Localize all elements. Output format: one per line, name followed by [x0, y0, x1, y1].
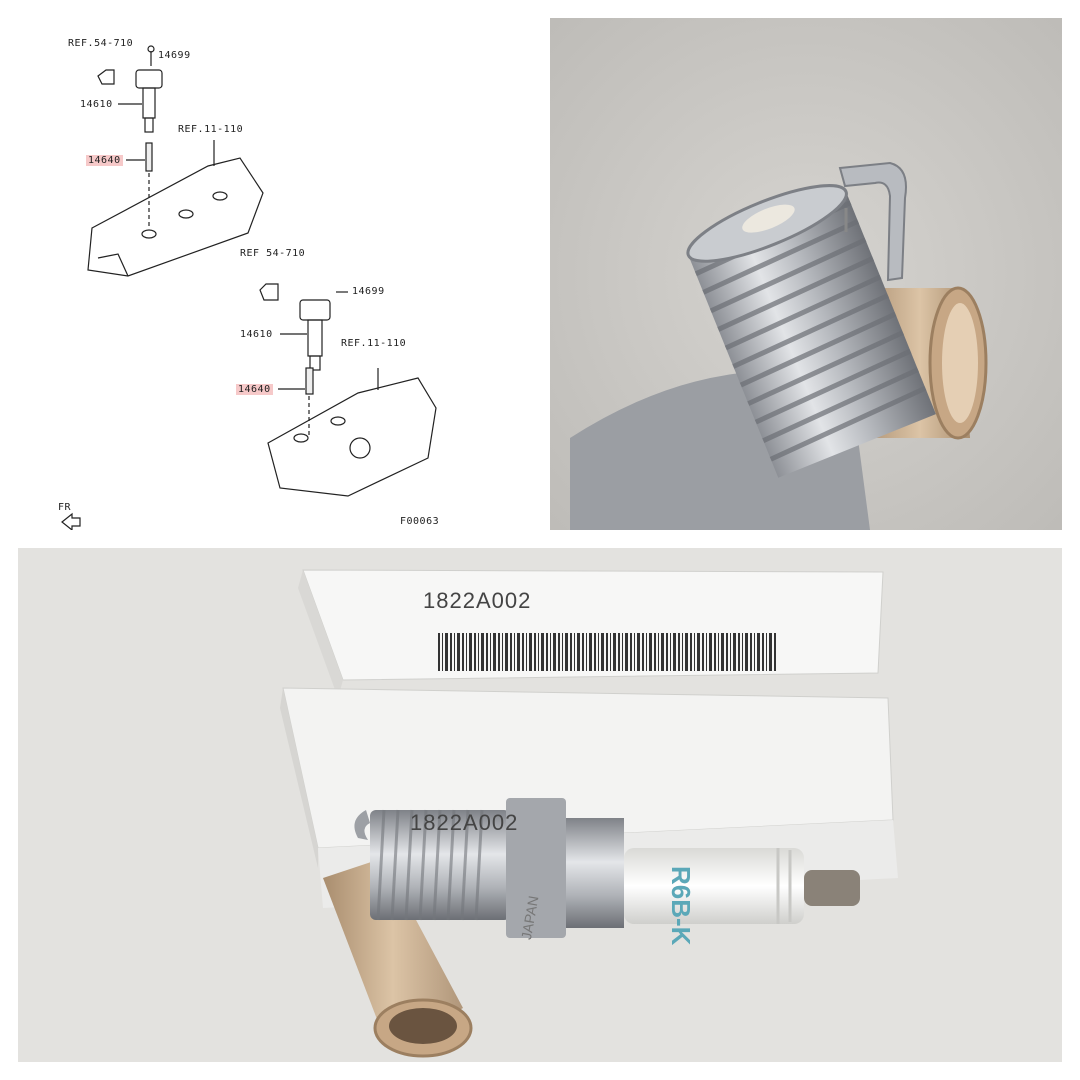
- label-bolt-bottom: 14699: [352, 286, 385, 297]
- spark-plug-product: [354, 798, 860, 938]
- label-plug-bottom: 14640: [236, 384, 273, 395]
- ignition-coil-top-head: [135, 69, 163, 89]
- bolt-top-head: [147, 45, 155, 53]
- label-figure-code: F00063: [400, 516, 440, 527]
- connector-bottom: [259, 283, 279, 301]
- spark-plug-bottom: [305, 367, 314, 395]
- ignition-coil-top-boot: [144, 117, 154, 133]
- spark-plug-top: [145, 142, 153, 172]
- valve-cover-bottom: [267, 377, 437, 497]
- parts-diagram-drawing: [61, 45, 437, 530]
- plug-insulator: [624, 848, 804, 924]
- box-bottom-part-number: 1822A002: [410, 810, 519, 835]
- ignition-coil-top-body: [142, 87, 156, 119]
- product-with-boxes-photo: 1822A002 1822A002 R6B-K JAPAN: [18, 548, 1062, 1062]
- label-coil-bottom: 14610: [240, 329, 273, 340]
- oil-filler-cap: [349, 437, 371, 459]
- barcode-top: [436, 633, 776, 671]
- cardboard-tube-product: [323, 858, 473, 1058]
- label-coil-top: 14610: [80, 99, 113, 110]
- label-ref-coil-bottom: REF 54-710: [240, 248, 306, 259]
- label-ref-head-top: REF.11-110: [178, 124, 244, 135]
- spark-plug-closeup-photo: [550, 18, 1062, 530]
- plug-washer: [506, 798, 566, 938]
- plug-insulator-marking: R6B-K: [666, 866, 696, 946]
- plug-terminal: [804, 870, 860, 906]
- box-top-part-number: 1822A002: [423, 588, 532, 613]
- ignition-coil-bottom-head: [299, 299, 331, 321]
- connector-top: [97, 69, 115, 85]
- label-ref-coil-top: REF.54-710: [68, 38, 134, 49]
- ground-electrode: [838, 161, 907, 282]
- plug-threaded-body: [686, 184, 936, 478]
- plug-hole-1: [141, 229, 157, 239]
- product-illustration: [18, 548, 1062, 1062]
- label-bolt-top: 14699: [158, 50, 191, 61]
- label-ref-head-bottom: REF.11-110: [341, 338, 407, 349]
- plug-hole-5: [330, 416, 346, 426]
- plug-ground-electrode: [354, 810, 370, 840]
- parts-diagram-panel: REF.54-710 14699 14610 REF.11-110 14640 …: [18, 18, 530, 530]
- ignition-coil-bottom-boot: [309, 355, 321, 371]
- label-plug-top: 14640: [86, 155, 123, 166]
- box-top: [298, 569, 884, 698]
- ignition-coil-bottom-body: [307, 319, 323, 357]
- plug-hex: [566, 818, 624, 928]
- closeup-illustration: [550, 18, 1062, 530]
- plug-hole-4: [293, 433, 309, 443]
- plug-hole-3: [212, 191, 228, 201]
- label-front-marker: FR: [58, 502, 72, 513]
- valve-cover-top: [87, 157, 264, 277]
- front-arrow-icon: [61, 512, 81, 530]
- plug-thread: [370, 810, 510, 920]
- valve-cover-top-edge: [97, 253, 129, 277]
- plug-hole-2: [178, 209, 194, 219]
